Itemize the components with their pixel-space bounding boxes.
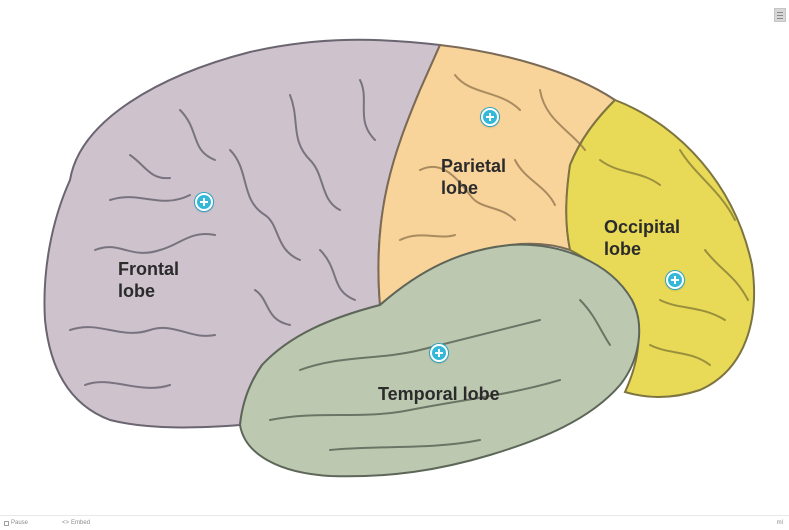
temporal-lobe-label: Temporal lobe: [378, 383, 500, 405]
embed-label: Embed: [71, 520, 90, 526]
occipital-hotspot-plus-icon[interactable]: [666, 271, 684, 289]
menu-icon[interactable]: [774, 8, 786, 22]
parietal-hotspot-plus-icon[interactable]: [481, 108, 499, 126]
frontal-hotspot-plus-icon[interactable]: [195, 193, 213, 211]
pause-button[interactable]: Pause: [4, 520, 28, 526]
frontal-lobe-label: Frontal lobe: [118, 258, 179, 302]
embed-icon: <>: [62, 520, 69, 526]
pause-label: Pause: [11, 520, 28, 526]
footer-right-text: ml: [777, 520, 783, 526]
occipital-lobe-label: Occipital lobe: [604, 216, 680, 260]
embed-button[interactable]: <> Embed: [62, 520, 90, 526]
bottom-toolbar: Pause <> Embed ml: [0, 515, 789, 530]
pause-checkbox-icon: [4, 521, 9, 526]
temporal-hotspot-plus-icon[interactable]: [430, 344, 448, 362]
parietal-lobe-label: Parietal lobe: [441, 155, 506, 199]
